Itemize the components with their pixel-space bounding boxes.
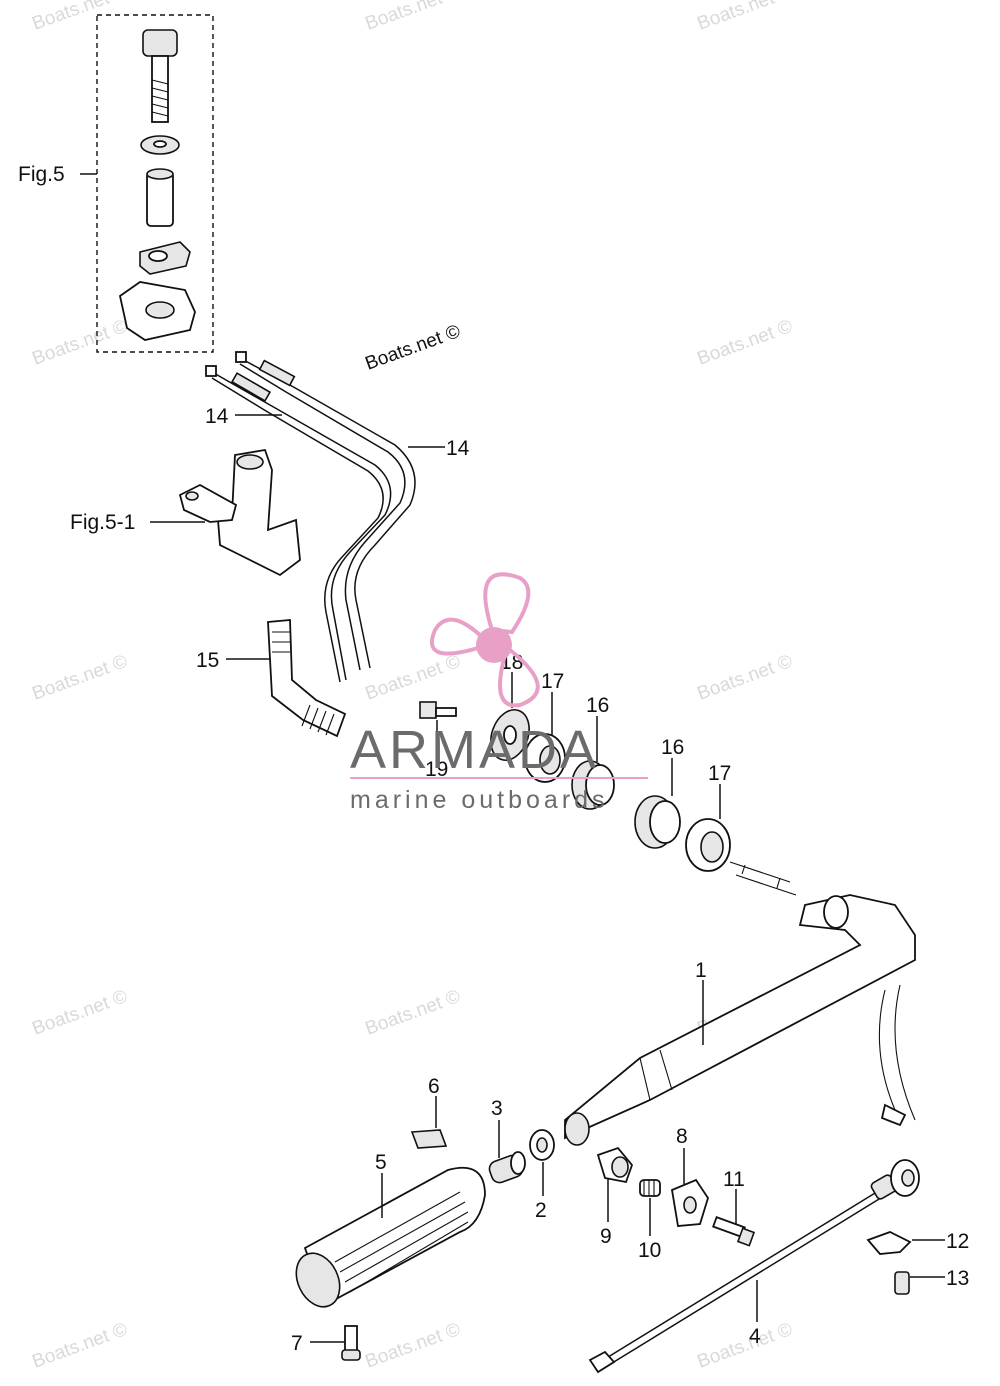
fig5-1-bracket [178, 448, 301, 577]
callout-4: 4 [749, 1325, 761, 1348]
fig5-1-label: Fig.5-1 [70, 511, 135, 534]
throttle-rod-4 [588, 1159, 920, 1374]
watermark: Boats.net © [695, 651, 796, 705]
callout-14b: 14 [446, 437, 470, 460]
watermark: Boats.net © [363, 1319, 464, 1373]
screw-11 [712, 1216, 756, 1247]
callout-17b: 17 [708, 762, 731, 785]
collar [146, 171, 174, 227]
propeller-icon [429, 572, 540, 708]
watermark: Boats.net © [30, 316, 131, 370]
throttle-cables [205, 351, 416, 683]
callout-16b: 16 [661, 736, 684, 759]
watermark: Boats.net © [30, 651, 131, 705]
brand-tagline: marine outboards [350, 786, 609, 814]
fig5-group [96, 14, 214, 353]
callout-11: 11 [723, 1168, 745, 1191]
callout-6: 6 [428, 1075, 440, 1098]
callout-10: 10 [638, 1239, 661, 1262]
bush-16a [571, 760, 615, 810]
screw-13 [894, 1271, 910, 1295]
callout-1: 1 [695, 959, 707, 982]
credit-label: Boats.net © [363, 321, 464, 375]
fig5-dashed-box [96, 14, 214, 353]
callout-19: 19 [425, 758, 448, 781]
callout-9: 9 [600, 1225, 612, 1248]
bush-16b [634, 795, 681, 849]
callout-8: 8 [676, 1125, 688, 1148]
callout-15: 15 [196, 649, 219, 672]
watermark: Boats.net © [363, 651, 464, 705]
watermark: Boats.net © [695, 0, 796, 35]
callout-3: 3 [491, 1097, 503, 1120]
watermark: Boats.net © [30, 986, 131, 1040]
watermark: Boats.net © [30, 1319, 131, 1373]
watermark: Boats.net © [363, 0, 464, 35]
watermark: Boats.net © [30, 0, 131, 35]
clip-12 [866, 1231, 912, 1255]
callout-14a: 14 [205, 405, 229, 428]
fig5-label: Fig.5 [18, 163, 65, 186]
spring-10 [639, 1179, 661, 1197]
brand-name: ARMADA [350, 720, 599, 780]
callout-5: 5 [375, 1151, 387, 1174]
hose [267, 619, 347, 738]
callout-7: 7 [291, 1332, 303, 1355]
watermark: Boats.net © [695, 316, 796, 370]
callout-2: 2 [535, 1199, 547, 1222]
block-8 [670, 1178, 709, 1227]
tiller-handle [564, 861, 916, 1146]
armada-logo: ARMADA marine outboards [350, 572, 648, 814]
bolt-19 [419, 701, 457, 719]
callout-12: 12 [946, 1230, 969, 1253]
watermark: Boats.net © [695, 1319, 796, 1373]
piece-9 [596, 1146, 634, 1184]
bolt-head [142, 29, 178, 57]
cap-3 [488, 1151, 526, 1184]
callout-16a: 16 [586, 694, 609, 717]
watermark: Boats.net © [363, 986, 464, 1040]
watermarks: Boats.net © Boats.net © Boats.net © Boat… [30, 0, 796, 1373]
screw-7 [341, 1325, 361, 1361]
callout-17a: 17 [541, 670, 564, 693]
callout-13: 13 [946, 1267, 969, 1290]
sticker-6 [410, 1129, 448, 1149]
grip-5 [295, 1166, 486, 1308]
